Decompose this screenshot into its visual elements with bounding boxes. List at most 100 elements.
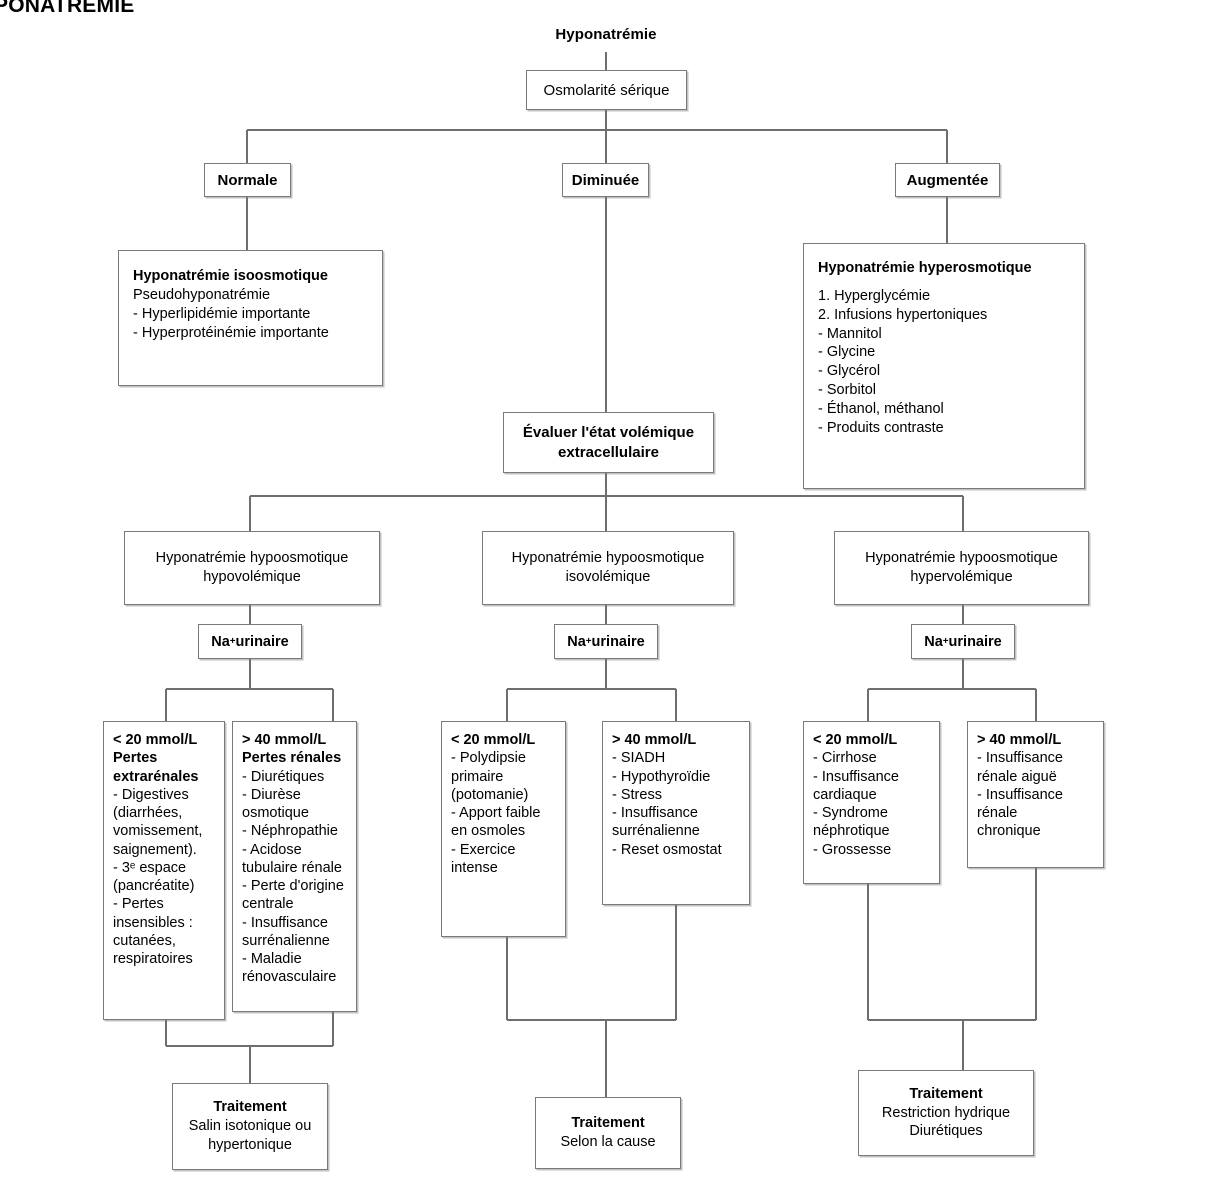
isovolemic-line-1: Hyponatrémie hypoosmotique: [511, 550, 705, 567]
node-serum-osmolarity[interactable]: Osmolarité sérique: [526, 70, 687, 110]
hypo-low-line-2: (diarrhées,: [113, 805, 183, 822]
urine-na-mid-prefix: Na: [567, 633, 586, 650]
hypo-low-heading-3: extrarénales: [113, 768, 199, 785]
hyperosmotic-line-6: - Sorbitol: [818, 382, 877, 399]
hypo-high-line-5: - Acidose: [242, 841, 302, 858]
iso-low-line-4: - Apport faible: [451, 805, 541, 822]
urine-na-left-prefix: Na: [211, 633, 230, 650]
node-isovolemic-low-urine-na[interactable]: < 20 mmol/L - Polydipsie primaire (potom…: [441, 721, 566, 937]
evaluate-volume-line-2: extracellulaire: [558, 443, 659, 461]
node-hyperosmotic-hyponatremia[interactable]: Hyponatrémie hyperosmotique 1. Hyperglyc…: [803, 243, 1085, 489]
node-treatment-isovolemic[interactable]: Traitement Selon la cause: [535, 1097, 681, 1169]
treatment-iso-title: Traitement: [571, 1115, 645, 1132]
urine-na-right-suffix: urinaire: [948, 633, 1002, 650]
isoosmotic-line-3: - Hyperprotéinémie importante: [133, 324, 329, 341]
hypo-low-line-4: saignement).: [113, 841, 197, 858]
hyperosmotic-line-4: - Glycine: [818, 344, 876, 361]
node-isovolemic-high-urine-na[interactable]: > 40 mmol/L - SIADH - Hypothyroïdie - St…: [602, 721, 750, 905]
hypo-high-heading-2: Pertes rénales: [242, 750, 342, 767]
hypo-high-line-1: - Diurétiques: [242, 768, 325, 785]
iso-low-line-5: en osmoles: [451, 823, 526, 840]
hypo-low-line-3: vomissement,: [113, 823, 203, 840]
hyper-low-line-1: - Cirrhose: [813, 750, 877, 767]
hyperosmotic-title: Hyponatrémie hyperosmotique: [818, 260, 1032, 276]
urine-na-mid-suffix: urinaire: [591, 633, 645, 650]
node-branch-normal[interactable]: Normale: [204, 163, 291, 197]
isoosmotic-line-1: Pseudohyponatrémie: [133, 286, 271, 303]
hypo-low-line-8: insensibles :: [113, 914, 193, 931]
node-branch-decreased-label: Diminuée: [571, 171, 640, 189]
hypo-high-line-11: - Maladie: [242, 951, 302, 968]
treatment-hypo-line-2: hypertonique: [208, 1136, 292, 1153]
iso-low-line-7: intense: [451, 859, 498, 876]
node-branch-decreased[interactable]: Diminuée: [562, 163, 649, 197]
treatment-hyper-title: Traitement: [909, 1085, 983, 1102]
hypo-low-line-6: (pancréatite): [113, 878, 195, 895]
hypo-low-line-9: cutanées,: [113, 932, 176, 949]
node-hypervolemic-high-urine-na[interactable]: > 40 mmol/L - Insuffisance rénale aiguë …: [967, 721, 1104, 868]
iso-high-line-5: surrénalienne: [612, 823, 700, 840]
hyper-low-line-4: - Syndrome: [813, 805, 888, 822]
hyperosmotic-line-8: - Produits contraste: [818, 419, 944, 436]
node-urine-sodium-isovolemic[interactable]: Na+ urinaire: [554, 624, 658, 659]
hyper-low-line-6: - Grossesse: [813, 841, 892, 858]
node-hypovolemic-high-urine-na[interactable]: > 40 mmol/L Pertes rénales - Diurétiques…: [232, 721, 357, 1012]
treatment-hypo-line-1: Salin isotonique ou: [188, 1118, 312, 1135]
node-serum-osmolarity-label: Osmolarité sérique: [543, 81, 670, 99]
hyper-high-line-5: chronique: [977, 823, 1041, 840]
node-treatment-hypervolemic[interactable]: Traitement Restriction hydrique Diurétiq…: [858, 1070, 1034, 1156]
hypo-high-line-2: - Diurèse: [242, 786, 301, 803]
hypo-low-heading-2: Pertes: [113, 750, 158, 767]
node-evaluate-volume-status[interactable]: Évaluer l'état volémique extracellulaire: [503, 412, 714, 473]
node-hypervolemic-low-urine-na[interactable]: < 20 mmol/L - Cirrhose - Insuffisance ca…: [803, 721, 940, 884]
treatment-iso-line-1: Selon la cause: [560, 1134, 656, 1150]
hypo-high-line-6: tubulaire rénale: [242, 859, 342, 876]
hypo-high-line-7: - Perte d'origine: [242, 878, 344, 895]
iso-low-line-2: primaire: [451, 768, 504, 785]
hyper-high-line-1: - Insuffisance: [977, 750, 1063, 767]
hypo-high-line-12: rénovasculaire: [242, 969, 337, 986]
hyperosmotic-line-7: - Éthanol, méthanol: [818, 400, 944, 417]
hypo-low-line-10: respiratoires: [113, 951, 193, 968]
hypo-low-line-1: - Digestives: [113, 786, 189, 803]
node-hypovolemic-low-urine-na[interactable]: < 20 mmol/L Pertes extrarénales - Digest…: [103, 721, 225, 1020]
hypovolemic-line-1: Hyponatrémie hypoosmotique: [155, 550, 349, 567]
node-treatment-hypovolemic[interactable]: Traitement Salin isotonique ou hypertoni…: [172, 1083, 328, 1170]
node-branch-increased[interactable]: Augmentée: [895, 163, 1000, 197]
hyper-low-line-3: cardiaque: [813, 786, 877, 803]
isoosmotic-title: Hyponatrémie isoosmotique: [133, 268, 328, 284]
hyperosmotic-line-2: 2. Infusions hypertoniques: [818, 306, 988, 323]
hypovolemic-line-2: hypovolémique: [203, 569, 301, 585]
hypo-low-line-5: - 3ᵉ espace: [113, 859, 187, 876]
node-hypoosmotic-hypovolemic[interactable]: Hyponatrémie hypoosmotique hypovolémique: [124, 531, 380, 605]
iso-low-heading-1: < 20 mmol/L: [451, 732, 536, 748]
isovolemic-line-2: isovolémique: [565, 569, 651, 585]
node-urine-sodium-hypervolemic[interactable]: Na+ urinaire: [911, 624, 1015, 659]
hyper-high-line-3: - Insuffisance: [977, 786, 1063, 803]
node-branch-normal-label: Normale: [217, 171, 278, 189]
iso-low-line-1: - Polydipsie: [451, 750, 526, 767]
iso-high-line-2: - Hypothyroïdie: [612, 768, 711, 785]
hypo-high-line-3: osmotique: [242, 805, 309, 822]
hyperosmotic-line-1: 1. Hyperglycémie: [818, 287, 931, 304]
hyper-low-line-5: néphrotique: [813, 823, 890, 840]
page-heading-cropped: PONATRÉMIE: [0, 0, 135, 17]
hyper-high-line-2: rénale aiguë: [977, 768, 1057, 785]
node-hypoosmotic-isovolemic[interactable]: Hyponatrémie hypoosmotique isovolémique: [482, 531, 734, 605]
urine-na-right-prefix: Na: [924, 633, 943, 650]
hypo-low-line-7: - Pertes: [113, 896, 164, 913]
node-hypoosmotic-hypervolemic[interactable]: Hyponatrémie hypoosmotique hypervolémiqu…: [834, 531, 1089, 605]
node-isoosmotic-hyponatremia[interactable]: Hyponatrémie isoosmotique Pseudohyponatr…: [118, 250, 383, 386]
iso-low-line-6: - Exercice: [451, 841, 516, 858]
treatment-hyper-line-1: Restriction hydrique: [881, 1104, 1011, 1121]
diagram-root-title: Hyponatrémie: [555, 26, 657, 43]
iso-low-line-3: (potomanie): [451, 786, 529, 803]
hyper-low-line-2: - Insuffisance: [813, 768, 899, 785]
hypo-low-heading-1: < 20 mmol/L: [113, 732, 198, 748]
hyperosmotic-line-5: - Glycérol: [818, 363, 881, 380]
hypo-high-line-10: surrénalienne: [242, 932, 330, 949]
node-urine-sodium-hypovolemic[interactable]: Na+ urinaire: [198, 624, 302, 659]
iso-high-heading-1: > 40 mmol/L: [612, 732, 697, 748]
iso-high-line-3: - Stress: [612, 786, 662, 803]
